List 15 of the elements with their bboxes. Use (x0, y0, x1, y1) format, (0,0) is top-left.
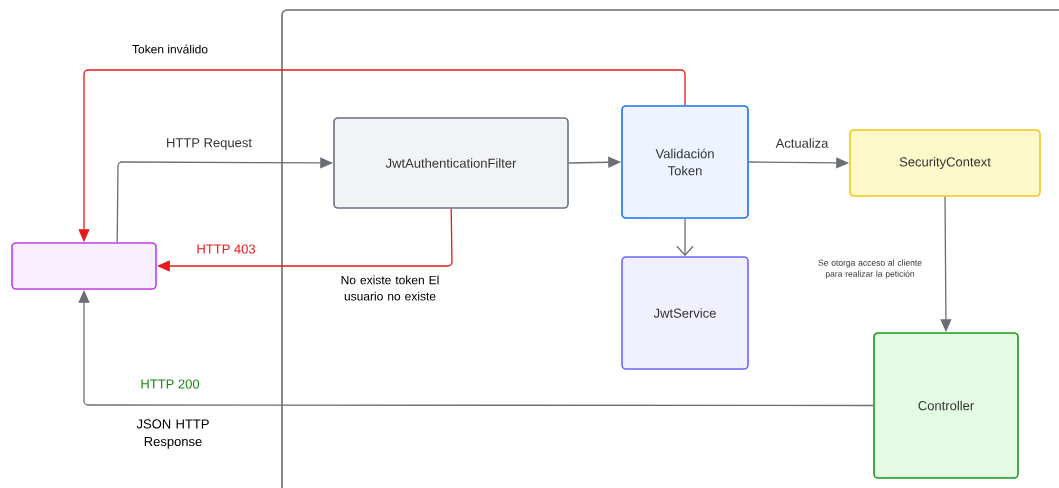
controller-box: Controller (873, 332, 1019, 479)
client-box (11, 242, 157, 290)
filter-box: JwtAuthenticationFilter (333, 117, 569, 209)
note-text: JSON HTTP Response (136, 419, 209, 449)
edge-label: HTTP Request (167, 138, 252, 150)
edge-label: Token inválido (132, 44, 208, 54)
context-box: SecurityContext (849, 129, 1041, 197)
note-text: No existe token El usuario no existe (341, 275, 439, 301)
edge-label: Se otorga acceso al cliente para realizar la petición (818, 259, 922, 279)
edge-label: HTTP 403 (197, 244, 256, 254)
service-box: JwtService (621, 256, 749, 370)
edge-label: Actualiza (775, 138, 829, 148)
edge-label: HTTP 200 (141, 379, 200, 389)
arrow (676, 218, 694, 257)
process-box: Validación Token (621, 105, 749, 219)
